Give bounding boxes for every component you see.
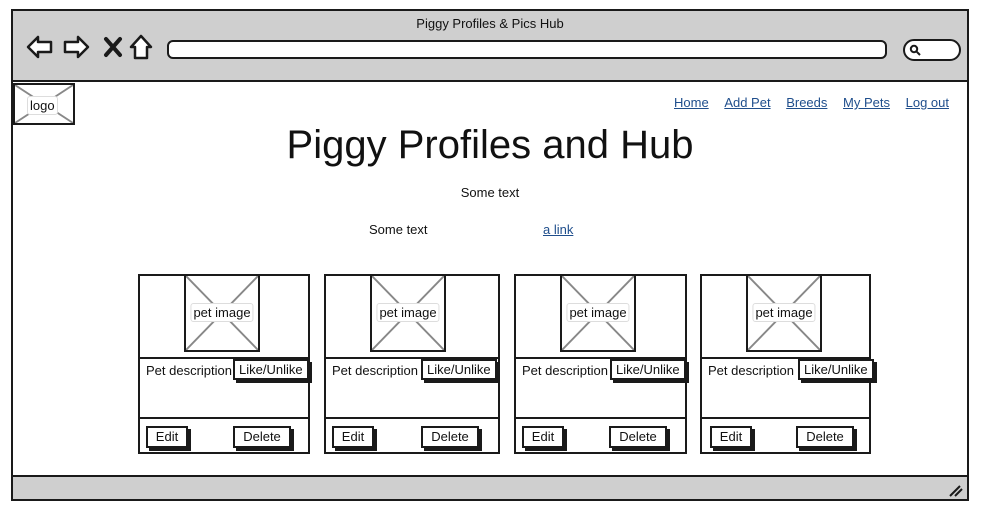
- edit-button[interactable]: Edit: [332, 426, 374, 448]
- pet-image-placeholder: pet image: [184, 274, 260, 352]
- divider: [326, 357, 498, 359]
- status-bar: [13, 475, 967, 499]
- edit-button[interactable]: Edit: [522, 426, 564, 448]
- edit-button[interactable]: Edit: [146, 426, 188, 448]
- pet-image-label: pet image: [752, 303, 816, 322]
- pet-description: Pet description: [332, 363, 418, 378]
- browser-search-field[interactable]: [903, 39, 961, 61]
- pet-image-label: pet image: [190, 303, 254, 322]
- browser-window: Piggy Profiles & Pics Hub logo Home Add …: [11, 9, 969, 501]
- divider: [326, 417, 498, 419]
- page-title: Piggy Profiles and Hub: [286, 123, 694, 167]
- browser-toolbar: Piggy Profiles & Pics Hub: [13, 11, 967, 82]
- pet-image-placeholder: pet image: [370, 274, 446, 352]
- nav-home[interactable]: Home: [674, 95, 709, 110]
- search-icon: [909, 44, 921, 56]
- pet-description: Pet description: [146, 363, 232, 378]
- pet-image-placeholder: pet image: [746, 274, 822, 352]
- close-x-icon[interactable]: [99, 33, 127, 61]
- nav-my-pets[interactable]: My Pets: [843, 95, 890, 110]
- nav-add-pet[interactable]: Add Pet: [724, 95, 771, 110]
- delete-button[interactable]: Delete: [609, 426, 667, 448]
- url-bar[interactable]: [167, 40, 887, 59]
- pet-image-placeholder: pet image: [560, 274, 636, 352]
- divider: [516, 357, 685, 359]
- like-unlike-button[interactable]: Like/Unlike: [421, 359, 497, 380]
- like-unlike-button[interactable]: Like/Unlike: [233, 359, 309, 380]
- text-link[interactable]: a link: [543, 222, 574, 237]
- window-title: Piggy Profiles & Pics Hub: [416, 16, 564, 31]
- pet-card: pet image Pet description Like/Unlike Ed…: [700, 274, 874, 454]
- delete-button[interactable]: Delete: [233, 426, 291, 448]
- pet-image-label: pet image: [376, 303, 440, 322]
- pet-card: pet image Pet description Like/Unlike Ed…: [324, 274, 500, 454]
- pet-card: pet image Pet description Like/Unlike Ed…: [514, 274, 687, 454]
- home-icon[interactable]: [127, 33, 155, 61]
- pet-description: Pet description: [522, 363, 608, 378]
- pet-description: Pet description: [708, 363, 794, 378]
- resize-handle-icon[interactable]: [947, 483, 963, 497]
- intro-text: Some text: [460, 185, 520, 200]
- logo-placeholder: logo: [13, 83, 75, 125]
- divider: [702, 357, 869, 359]
- like-unlike-button[interactable]: Like/Unlike: [798, 359, 874, 380]
- pet-image-label: pet image: [566, 303, 630, 322]
- divider: [140, 417, 308, 419]
- top-navigation: Home Add Pet Breeds My Pets Log out: [662, 95, 949, 110]
- nav-breeds[interactable]: Breeds: [786, 95, 828, 110]
- delete-button[interactable]: Delete: [421, 426, 479, 448]
- nav-log-out[interactable]: Log out: [905, 95, 949, 110]
- like-unlike-button[interactable]: Like/Unlike: [610, 359, 686, 380]
- pet-card: pet image Pet description Like/Unlike Ed…: [138, 274, 310, 454]
- divider: [140, 357, 308, 359]
- divider: [516, 417, 685, 419]
- divider: [702, 417, 869, 419]
- back-arrow-icon[interactable]: [26, 33, 54, 61]
- forward-arrow-icon[interactable]: [62, 33, 90, 61]
- edit-button[interactable]: Edit: [710, 426, 752, 448]
- secondary-text: Some text: [369, 222, 428, 237]
- delete-button[interactable]: Delete: [796, 426, 854, 448]
- logo-label: logo: [27, 96, 58, 115]
